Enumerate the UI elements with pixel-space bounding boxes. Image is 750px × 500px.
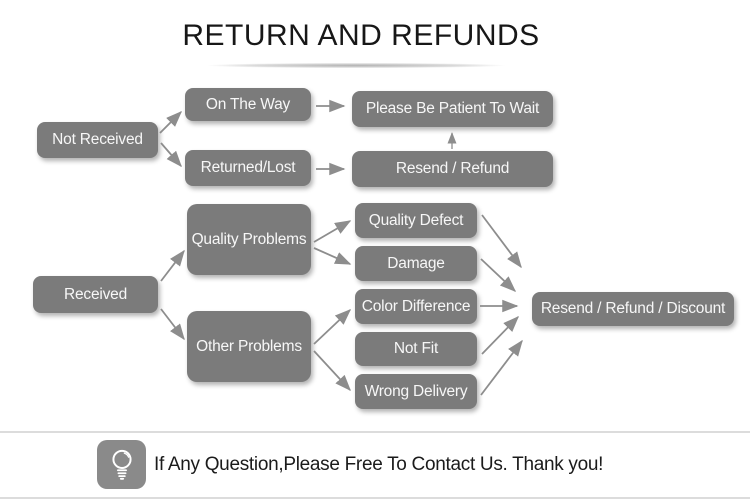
node-other-problems: Other Problems [187, 311, 311, 382]
arrow-not-received-to-on-the-way [159, 110, 183, 134]
arrow-not-fit-to-discount [481, 315, 520, 355]
arrow-received-to-quality-problems [160, 249, 185, 282]
footer-divider-bottom [0, 497, 750, 499]
node-not-received: Not Received [37, 122, 158, 158]
footer-divider-top [0, 431, 750, 433]
node-not-fit: Not Fit [355, 332, 477, 366]
node-wrong-delivery: Wrong Delivery [355, 374, 477, 409]
arrow-received-to-other-problems [160, 308, 185, 341]
arrow-quality-problems-to-quality-defect [313, 220, 352, 243]
node-returned-lost: Returned/Lost [185, 150, 311, 186]
node-resend-refund: Resend / Refund [352, 151, 553, 187]
arrow-other-problems-to-wrong-delivery [313, 350, 351, 392]
node-quality-defect: Quality Defect [355, 203, 477, 238]
node-damage: Damage [355, 246, 477, 281]
page-title: RETURN AND REFUNDS [182, 19, 540, 52]
node-quality-problems: Quality Problems [187, 204, 311, 275]
node-resend-refund-discount: Resend / Refund / Discount [532, 292, 734, 326]
arrow-damage-to-discount [480, 258, 517, 292]
node-received: Received [33, 276, 158, 313]
arrow-quality-defect-to-discount [481, 214, 522, 269]
node-on-the-way: On The Way [185, 88, 311, 121]
title-underline [156, 62, 556, 69]
arrow-quality-problems-to-damage [313, 247, 352, 265]
node-color-difference: Color Difference [355, 289, 477, 324]
arrow-wrong-delivery-to-discount [480, 339, 523, 396]
node-please-be-patient: Please Be Patient To Wait [352, 91, 553, 127]
footer-message: If Any Question,Please Free To Contact U… [154, 453, 604, 475]
lightbulb-icon [97, 440, 146, 489]
arrow-not-received-to-returned-lost [160, 142, 182, 168]
lightbulb-glyph [111, 449, 132, 480]
arrow-other-problems-to-color-difference [313, 309, 352, 345]
